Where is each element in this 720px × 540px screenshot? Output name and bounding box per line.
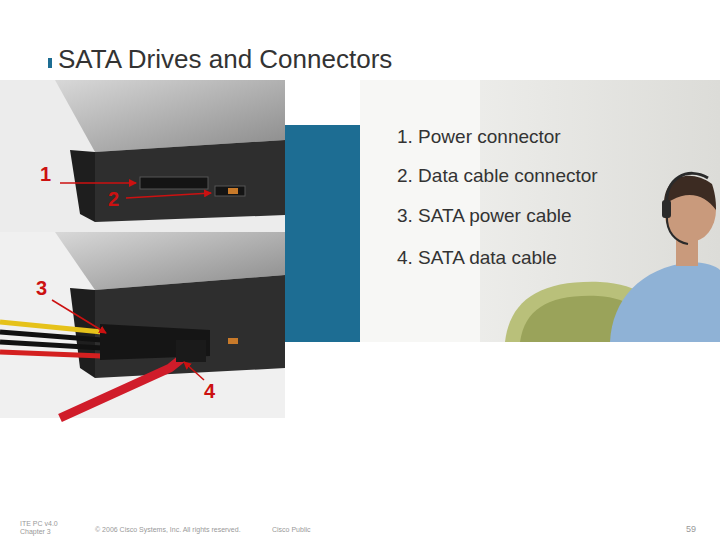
slide-title: SATA Drives and Connectors [58, 44, 392, 75]
sata-drive-cabled-photo [0, 232, 285, 418]
sata-drive-photo [0, 80, 285, 232]
callout-arrows [52, 183, 211, 380]
support-agent-photo [360, 80, 720, 342]
callout-number: 4 [204, 380, 215, 403]
footer-classification: Cisco Public [272, 526, 311, 533]
list-item: 2. Data cable connector [397, 165, 598, 187]
footer-course: ITE PC v4.0 Chapter 3 [20, 520, 70, 535]
callout-number: 2 [108, 188, 119, 211]
list-item: 4. SATA data cable [397, 247, 557, 269]
page-number: 59 [686, 524, 696, 534]
footer-copyright: © 2006 Cisco Systems, Inc. All rights re… [95, 526, 241, 533]
callout-number: 3 [36, 277, 47, 300]
title-bullet [48, 58, 52, 68]
list-item: 1. Power connector [397, 126, 561, 148]
list-item: 3. SATA power cable [397, 205, 572, 227]
callout-number: 1 [40, 163, 51, 186]
